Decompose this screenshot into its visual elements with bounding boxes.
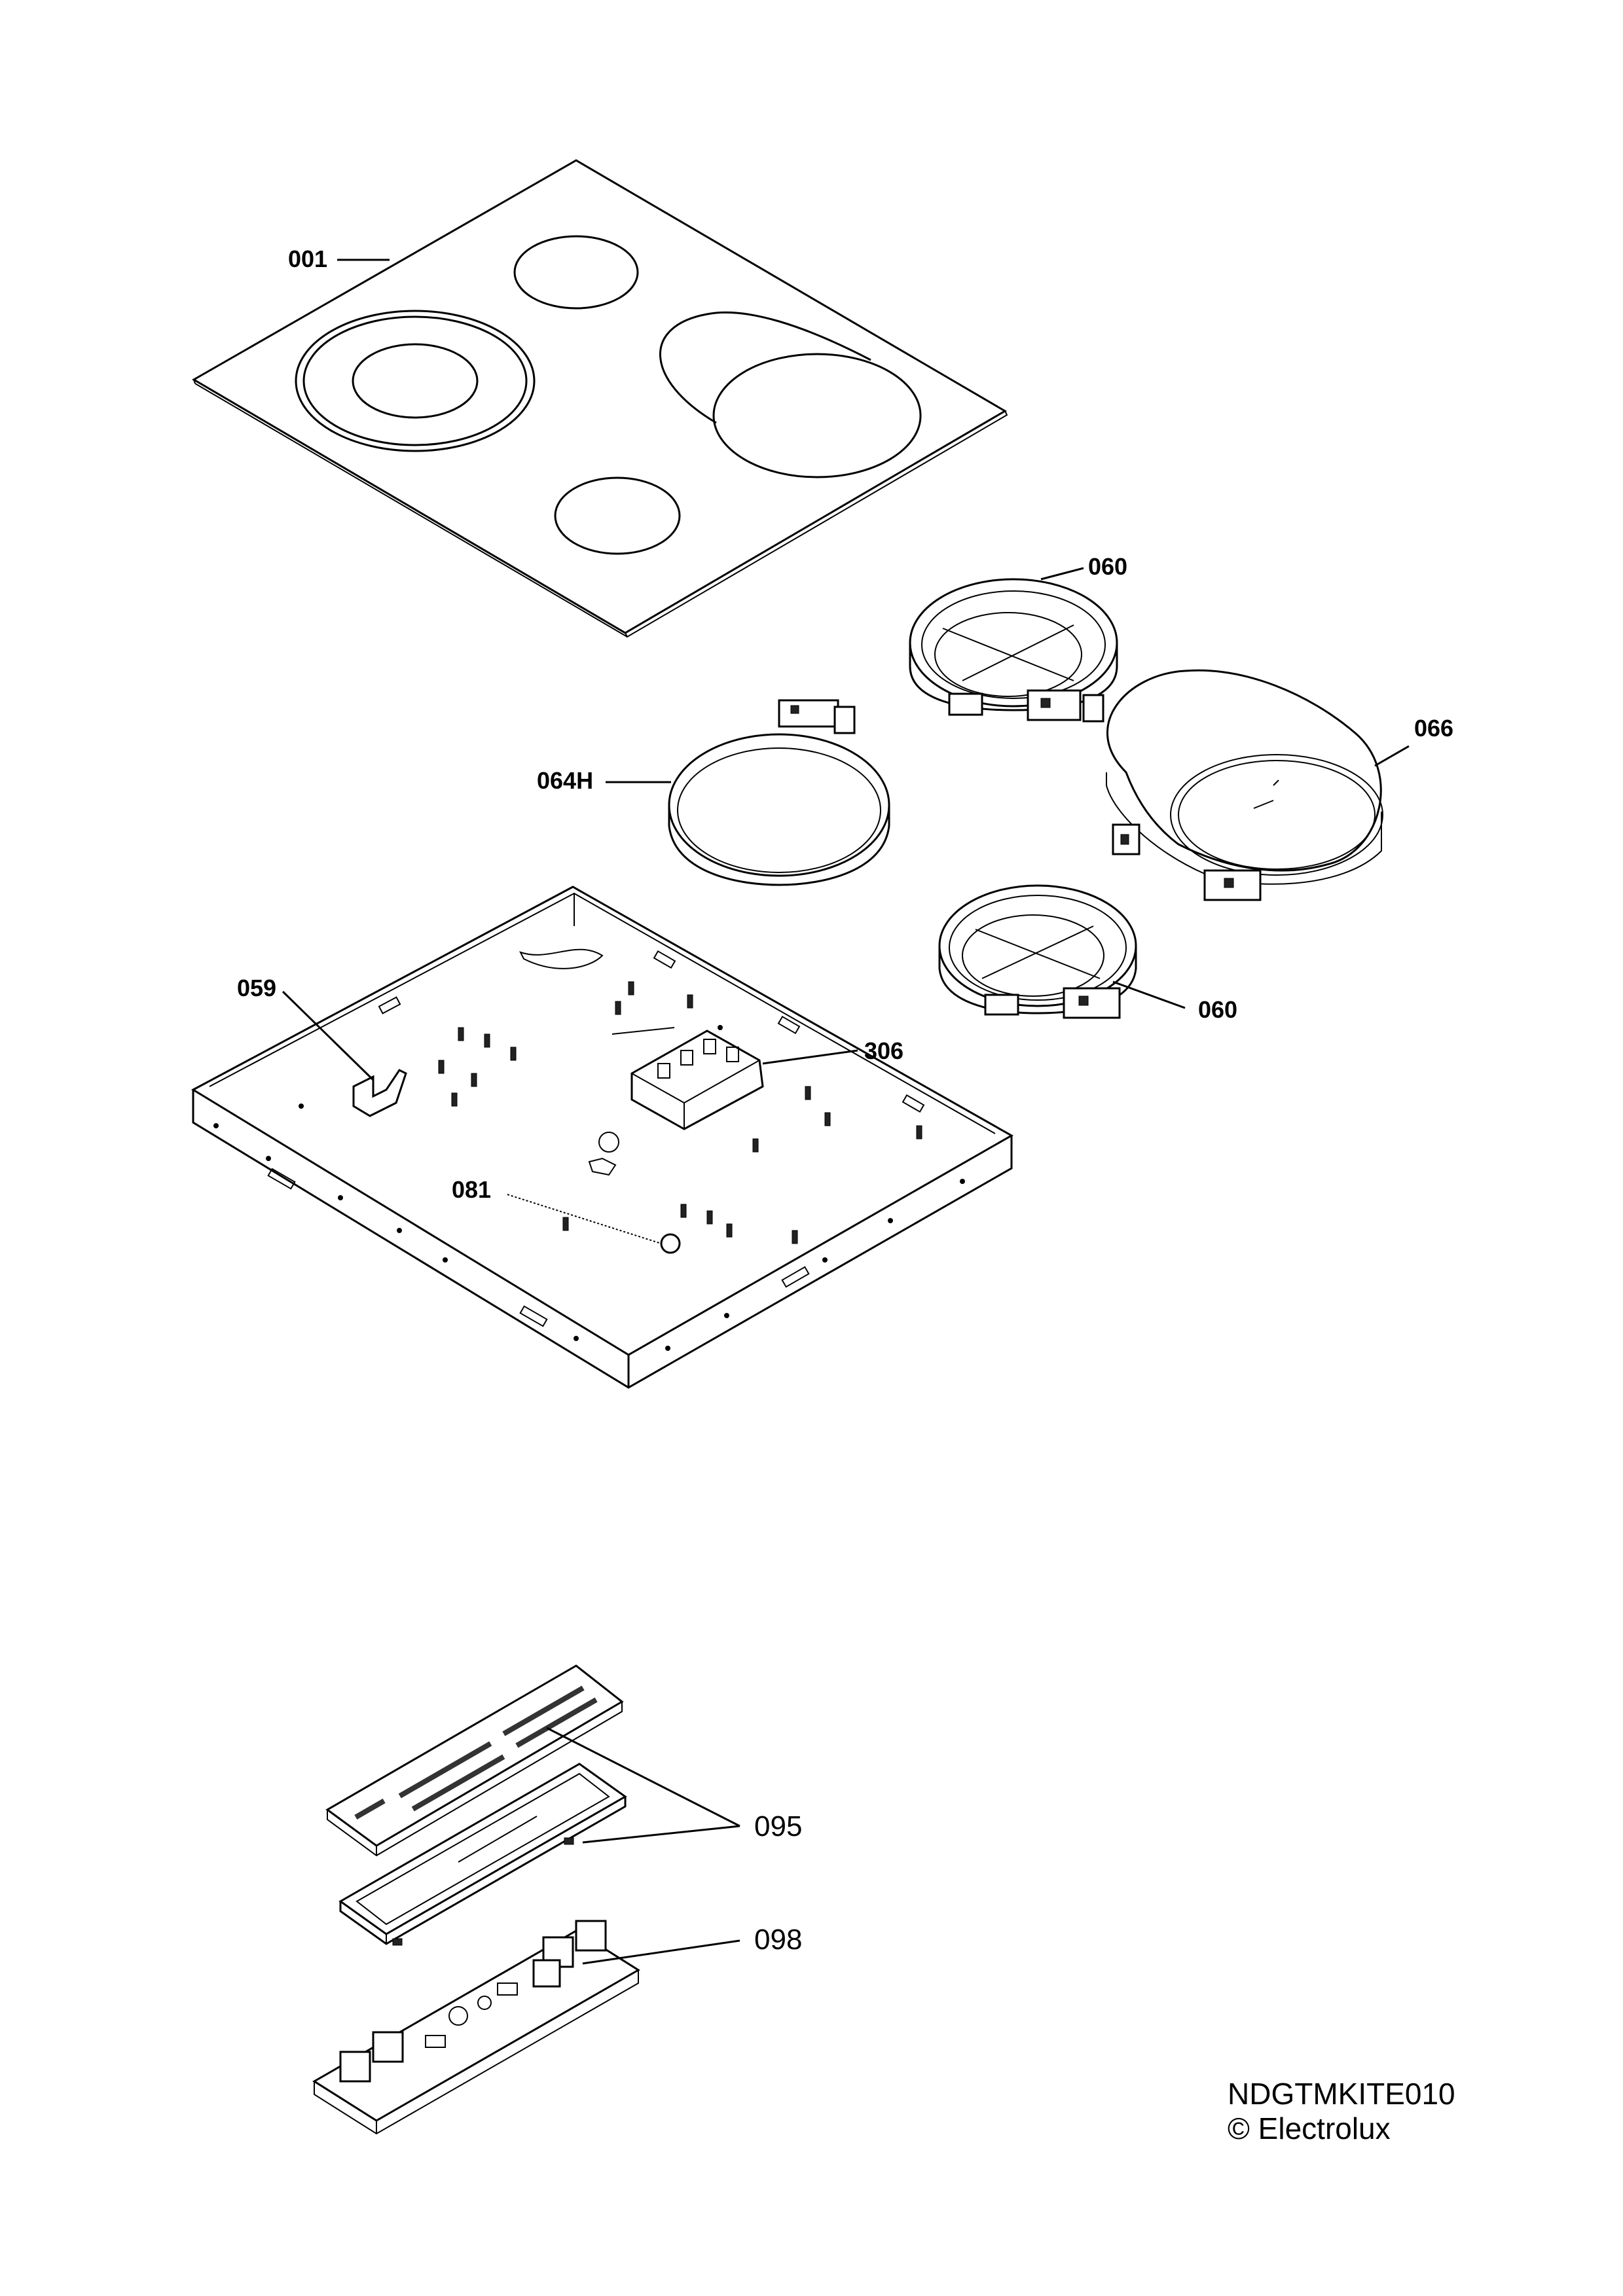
svg-text:306: 306 [864, 1037, 903, 1064]
svg-text:001: 001 [288, 245, 327, 272]
callout-306: 306 [762, 1037, 903, 1065]
callout-098: 098 [582, 1924, 802, 1965]
drawing-id: NDGTMKITE010 [1228, 2077, 1455, 2111]
callout-001: 001 [288, 245, 390, 272]
svg-text:060: 060 [1198, 996, 1237, 1023]
callout-059: 059 [237, 975, 374, 1081]
svg-text:066: 066 [1414, 715, 1453, 742]
copyright-notice: © Electrolux [1228, 2111, 1391, 2145]
callout-081: 081 [452, 1176, 491, 1203]
svg-text:081: 081 [452, 1176, 491, 1203]
drawing-footer: NDGTMKITE010 © Electrolux [1228, 2077, 1455, 2145]
callout-066: 066 [1374, 715, 1453, 767]
radiant-heater-part-lower [938, 884, 1137, 1019]
svg-text:098: 098 [754, 1924, 802, 1956]
metal-tray-part [191, 886, 1014, 1389]
power-board-part [312, 1920, 640, 2135]
heater-ring-part [668, 699, 890, 886]
callout-060-upper: 060 [1040, 553, 1127, 581]
svg-text:060: 060 [1088, 553, 1127, 580]
control-panel-part [325, 1664, 624, 1857]
bracket-part [352, 1069, 407, 1117]
dual-zone-heater-part [1106, 669, 1383, 901]
wire-sensor-part [507, 1194, 681, 1254]
svg-text:095: 095 [754, 1810, 802, 1842]
callout-095: 095 [546, 1727, 802, 1844]
terminal-block-part [611, 1027, 764, 1130]
glass-cooktop-part [192, 159, 1008, 638]
svg-text:064H: 064H [537, 767, 593, 794]
callout-064h: 064H [537, 767, 671, 794]
svg-text:059: 059 [237, 975, 276, 1001]
callout-060-lower: 060 [1112, 980, 1237, 1023]
control-frame-part [338, 1763, 627, 1946]
radiant-heater-part-upper [909, 578, 1118, 723]
